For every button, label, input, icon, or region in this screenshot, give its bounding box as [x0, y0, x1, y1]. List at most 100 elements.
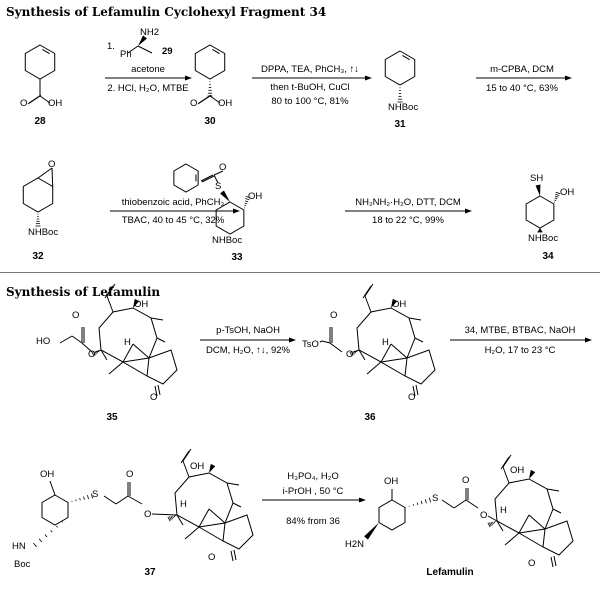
hashed-bond: [172, 515, 174, 519]
wedge-bond: [209, 463, 216, 473]
bond: [176, 514, 184, 526]
atom-oh: OH: [134, 299, 149, 310]
hashed-bond: [91, 351, 95, 357]
bond: [230, 550, 234, 562]
hashed-bond: [487, 522, 491, 528]
atom-o: O: [150, 392, 158, 403]
label-32: 32: [32, 251, 44, 262]
bond: [182, 448, 192, 462]
hashed-bond: [83, 496, 85, 500]
bond: [233, 549, 237, 561]
bond: [380, 343, 392, 363]
hashed-bond: [170, 515, 173, 520]
cyclohexane-ring: [384, 50, 416, 86]
five-membered-ring: [222, 514, 254, 550]
five-membered-ring: [146, 349, 178, 385]
step2-conditions: 80 to 100 °C, 81%: [271, 96, 349, 107]
hashed-bond: [555, 191, 561, 195]
atom-o: O: [88, 349, 96, 360]
label-lefamulin: Lefamulin: [426, 567, 474, 578]
bond: [100, 349, 108, 361]
hashed-bond: [44, 534, 48, 538]
hashed-bond: [244, 202, 248, 205]
bond: [550, 556, 554, 568]
step7-conditions: H₂O, 17 to 23 °C: [484, 345, 556, 356]
hashed-bond: [554, 195, 559, 198]
hashed-bond: [169, 516, 172, 521]
atom-s: S: [215, 181, 222, 192]
bond: [28, 94, 42, 104]
hashed-bond: [349, 351, 353, 357]
hashed-bond: [420, 500, 423, 505]
hashed-bond: [61, 521, 64, 523]
bond: [414, 337, 424, 343]
atom-oh: OH: [48, 98, 63, 109]
bond: [412, 385, 416, 397]
bond: [500, 456, 510, 470]
arrow-step1-head: [185, 75, 192, 81]
bond: [528, 514, 546, 530]
bond: [552, 508, 562, 514]
bond: [122, 361, 148, 377]
hashed-bond: [489, 522, 492, 527]
bond: [380, 361, 406, 377]
atom-o: O: [330, 310, 338, 321]
atom-o: O: [408, 392, 416, 403]
atom-o: O: [20, 98, 28, 109]
bond: [104, 285, 114, 299]
atom-nhboc: NHBoc: [528, 233, 559, 244]
label-34: 34: [542, 251, 554, 262]
label-33: 33: [231, 252, 243, 263]
bond: [518, 514, 530, 534]
bond: [518, 532, 544, 548]
bond: [553, 555, 557, 567]
double-bond: [402, 55, 410, 61]
bond: [182, 460, 190, 478]
atom-h: H: [382, 337, 389, 348]
bond: [198, 94, 212, 104]
bond: [504, 532, 520, 546]
bond: [127, 495, 143, 505]
label-29: 29: [162, 46, 173, 57]
step1-number: 1.: [107, 41, 115, 52]
atom-oh: OH: [384, 476, 399, 487]
atom-hn: HN: [12, 541, 26, 552]
bond: [51, 167, 54, 187]
bond: [49, 480, 56, 496]
atom-nhboc: NHBoc: [212, 235, 243, 246]
bond: [329, 342, 343, 353]
bond: [198, 508, 210, 528]
bond: [208, 508, 226, 524]
cyclohexane-ring: [173, 163, 199, 193]
cyclohexane-ring: [215, 201, 245, 235]
arrow-step4-head: [233, 208, 240, 214]
bond: [71, 335, 83, 344]
hashed-bond: [555, 193, 560, 196]
bond: [157, 384, 161, 396]
fragment-title: Synthesis of Lefamulin Cyclohexyl Fragme…: [6, 5, 327, 19]
step5-conditions: 18 to 22 °C, 99%: [372, 215, 444, 226]
hashed-bond: [416, 502, 419, 506]
step3-reagents: m-CPBA, DCM: [490, 64, 554, 75]
hashed-bond: [352, 350, 355, 355]
hashed-bond: [173, 515, 176, 518]
cyclohexane-ring: [194, 44, 226, 80]
bond: [226, 482, 240, 486]
bond: [184, 526, 200, 540]
label-28: 28: [34, 116, 46, 127]
hashed-bond: [351, 351, 354, 356]
step6-conditions: DCM, H₂O, ↑↓, 92%: [206, 345, 290, 356]
bond: [496, 520, 504, 532]
arrow-step6-head: [289, 337, 296, 343]
wedge-bond: [391, 298, 398, 308]
bond: [180, 450, 190, 464]
atom-nhboc: NHBoc: [28, 227, 59, 238]
wedge-bond: [138, 35, 147, 46]
atom-h: H: [180, 499, 187, 510]
step2-reagents: DPPA, TEA, PhCH₃, ↑↓: [260, 64, 360, 75]
cyclohexane-ring: [24, 44, 56, 80]
bond: [364, 283, 374, 297]
hashed-bond: [554, 199, 557, 202]
hashed-bond: [94, 350, 97, 355]
